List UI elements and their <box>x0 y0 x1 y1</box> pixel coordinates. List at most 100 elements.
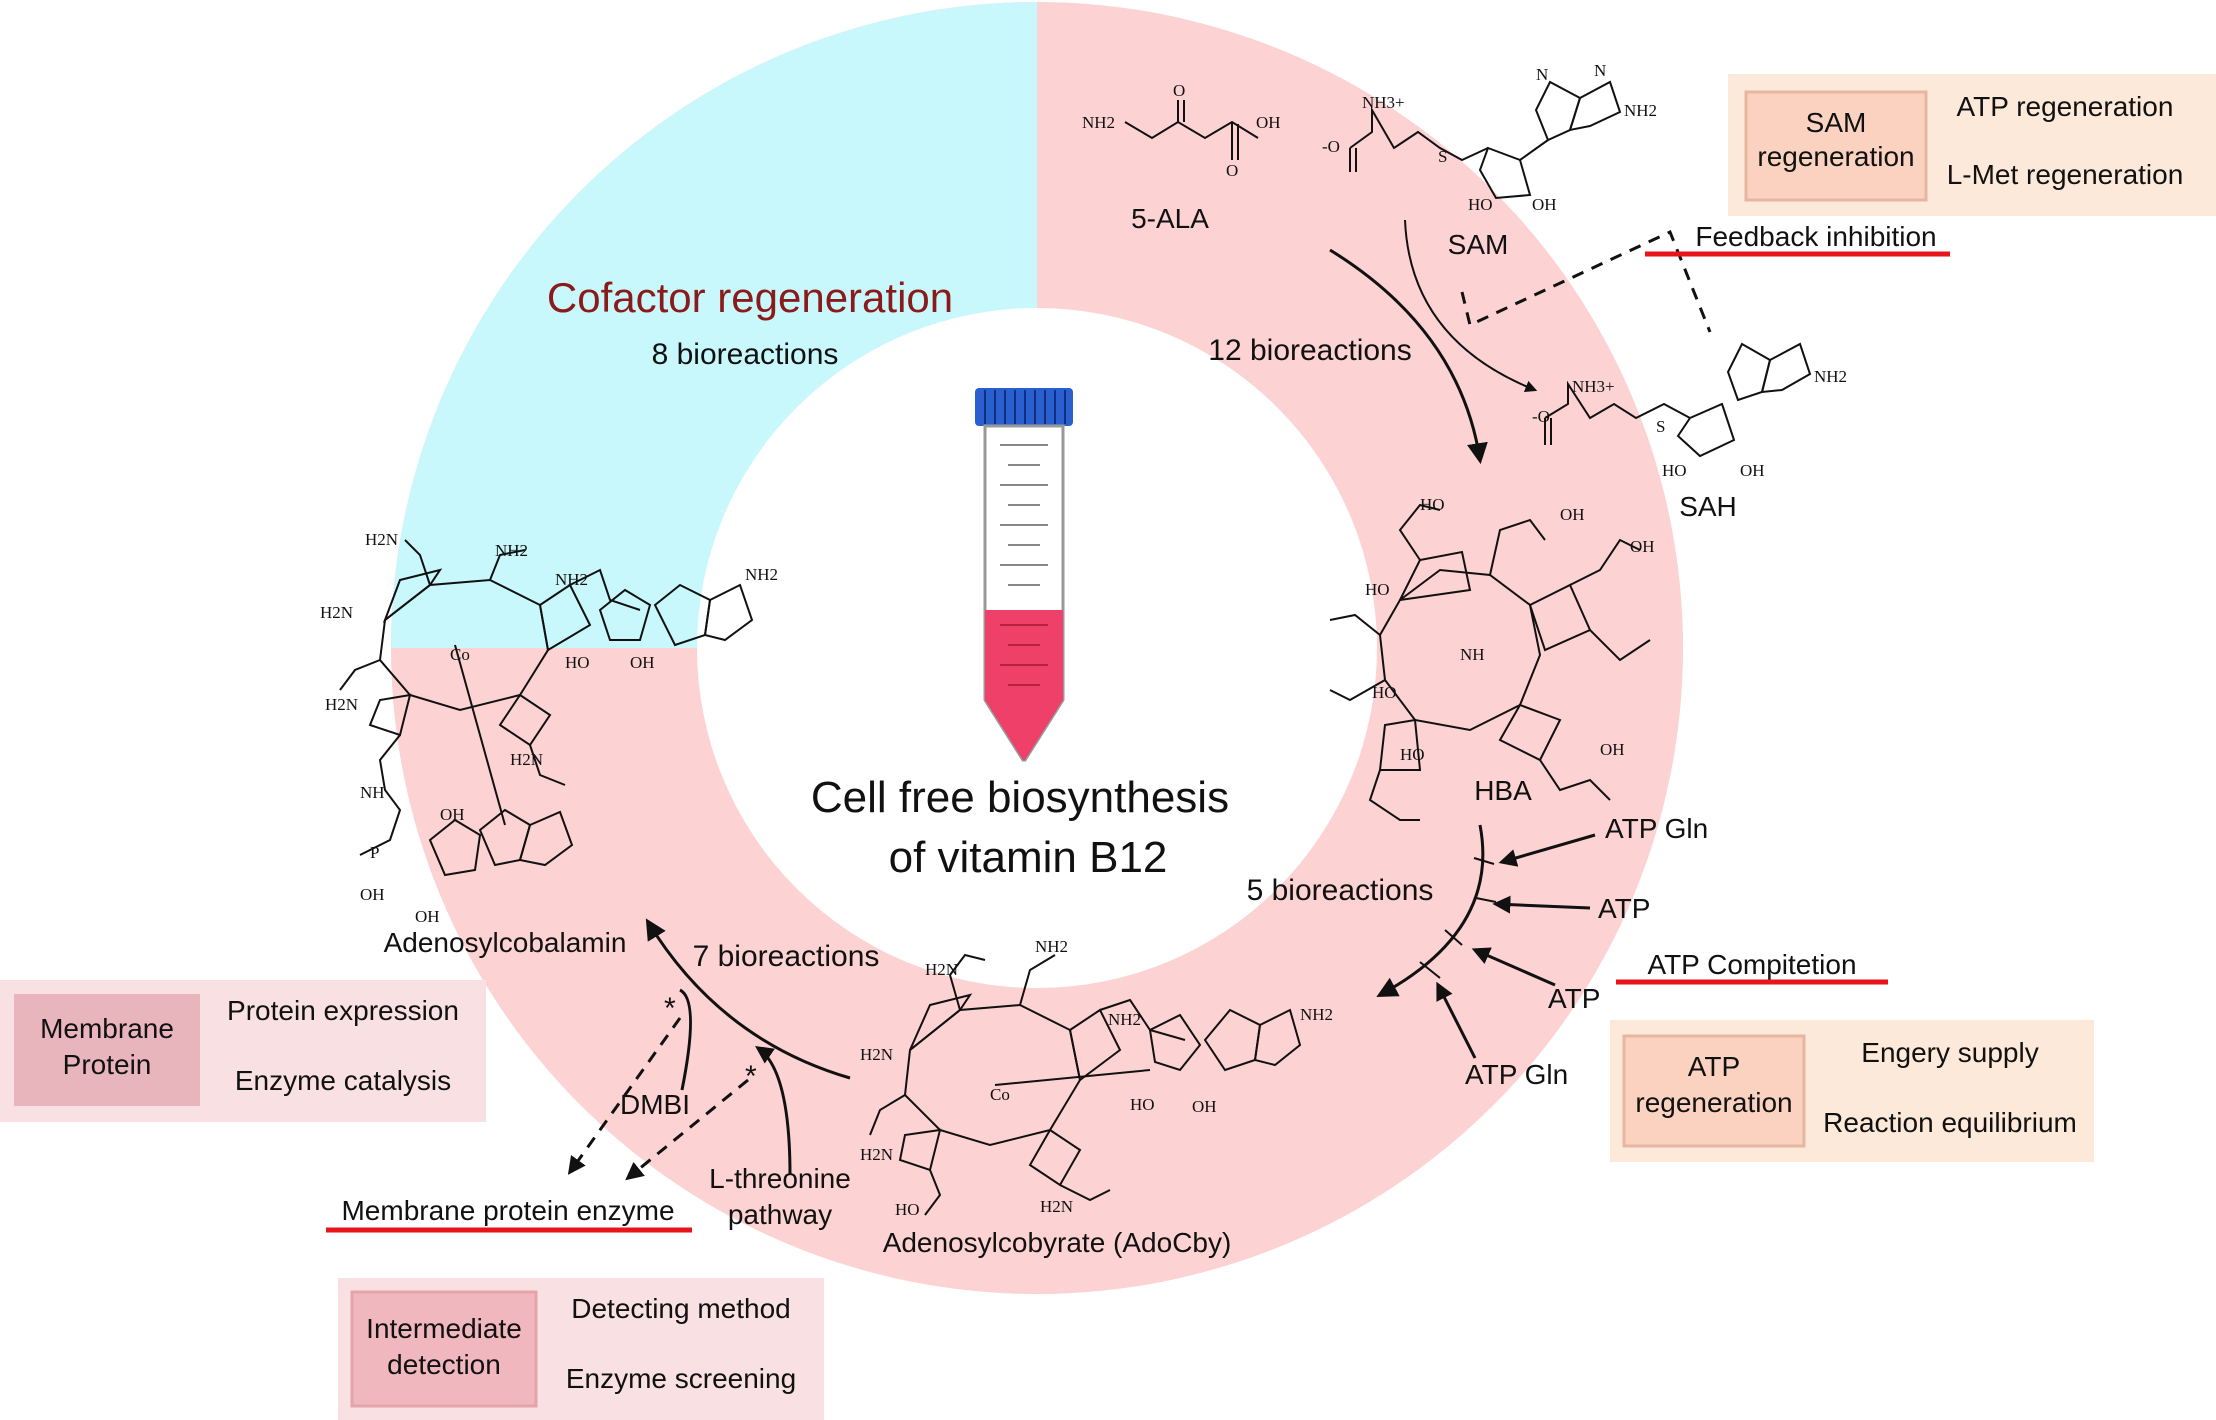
svg-text:NH2: NH2 <box>1814 367 1847 386</box>
svg-text:Reaction equilibrium: Reaction equilibrium <box>1823 1107 2077 1138</box>
svg-text:OH: OH <box>1256 113 1281 132</box>
compound-5-ala: 5-ALA <box>1131 203 1209 234</box>
box-sam-regeneration: SAM regeneration ATP regeneration L-Met … <box>1728 74 2216 216</box>
five-ala-structure: NH2 O OH O <box>1082 81 1281 180</box>
svg-text:N: N <box>1594 61 1606 80</box>
step-7-bioreactions: 7 bioreactions <box>693 940 880 973</box>
step-5-bioreactions: 5 bioreactions <box>1247 874 1434 907</box>
svg-text:Intermediate: Intermediate <box>366 1313 522 1344</box>
svg-text:NH2: NH2 <box>1624 101 1657 120</box>
svg-text:NH: NH <box>1460 645 1485 664</box>
dashed-arrow-membrane-2 <box>625 1078 749 1181</box>
svg-text:N: N <box>1536 65 1548 84</box>
issue-feedback-inhibition: Feedback inhibition <box>1645 221 1950 257</box>
svg-text:Feedback inhibition: Feedback inhibition <box>1695 221 1936 252</box>
svg-text:Protein: Protein <box>63 1049 152 1080</box>
svg-text:OH: OH <box>1740 461 1765 480</box>
svg-text:L-Met regeneration: L-Met regeneration <box>1947 159 2184 190</box>
svg-text:NH2: NH2 <box>1035 937 1068 956</box>
svg-text:HO: HO <box>895 1200 920 1219</box>
input-atp-gln-1: ATP Gln <box>1605 813 1708 844</box>
center-title-line-2: of vitamin B12 <box>889 833 1168 882</box>
svg-text:detection: detection <box>387 1349 501 1380</box>
input-atp-2: ATP <box>1548 983 1600 1014</box>
svg-text:SAM: SAM <box>1806 107 1867 138</box>
svg-text:H2N: H2N <box>1040 1197 1073 1216</box>
compound-sam: SAM <box>1448 229 1509 260</box>
svg-text:OH: OH <box>1192 1097 1217 1116</box>
svg-text:ATP: ATP <box>1688 1051 1740 1082</box>
svg-text:OH: OH <box>1560 505 1585 524</box>
svg-text:OH: OH <box>360 885 385 904</box>
svg-text:-O: -O <box>1322 137 1340 156</box>
svg-text:OH: OH <box>630 653 655 672</box>
svg-text:H2N: H2N <box>325 695 358 714</box>
adocbl-structure: Co H2N NH2 NH2 H2N NH2 HO OH H2N H2N NH … <box>320 530 778 926</box>
arrow-threonine-input <box>755 1045 792 1176</box>
svg-text:Protein expression: Protein expression <box>227 995 459 1026</box>
svg-text:ATP Compitetion: ATP Compitetion <box>1647 949 1856 980</box>
dashed-arrow-membrane-1 <box>567 1017 682 1175</box>
hba-structure: HO OH OH HO HO NH OH HO <box>1329 495 1655 821</box>
svg-text:Membrane protein enzyme: Membrane protein enzyme <box>341 1195 674 1226</box>
svg-text:Enzyme catalysis: Enzyme catalysis <box>235 1065 451 1096</box>
svg-text:ATP regeneration: ATP regeneration <box>1957 91 2174 122</box>
atp-input-arrows <box>1419 833 1596 1059</box>
svg-text:Co: Co <box>450 645 470 664</box>
svg-text:HO: HO <box>1372 683 1397 702</box>
svg-text:NH: NH <box>360 783 385 802</box>
svg-text:O: O <box>1173 81 1185 100</box>
svg-text:NH2: NH2 <box>745 565 778 584</box>
box-atp-regeneration: ATP regeneration Engery supply Reaction … <box>1610 1020 2094 1162</box>
svg-text:Membrane: Membrane <box>40 1013 174 1044</box>
sah-structure: -O NH3+ S HO OH NH2 <box>1532 342 1847 480</box>
center-title-line-1: Cell free biosynthesis <box>811 773 1229 822</box>
svg-text:NH2: NH2 <box>555 570 588 589</box>
asterisk-2: * <box>745 1060 757 1093</box>
svg-text:HO: HO <box>1365 580 1390 599</box>
svg-text:OH: OH <box>1600 740 1625 759</box>
adocby-structure: Co H2N NH2 NH2 H2N NH2 HO OH H2N HO H2N <box>860 937 1333 1219</box>
svg-text:S: S <box>1656 417 1665 436</box>
svg-text:H2N: H2N <box>925 960 958 979</box>
svg-text:Co: Co <box>990 1085 1010 1104</box>
svg-text:Detecting method: Detecting method <box>571 1293 790 1324</box>
input-dmbi: DMBI <box>620 1089 690 1120</box>
svg-text:HO: HO <box>1130 1095 1155 1114</box>
svg-text:regeneration: regeneration <box>1635 1087 1792 1118</box>
svg-text:NH2: NH2 <box>1108 1010 1141 1029</box>
svg-text:NH2: NH2 <box>1082 113 1115 132</box>
svg-text:HO: HO <box>565 653 590 672</box>
svg-text:OH: OH <box>1630 537 1655 556</box>
svg-text:NH3+: NH3+ <box>1362 93 1405 112</box>
svg-text:-O: -O <box>1532 407 1550 426</box>
svg-text:P: P <box>370 843 379 862</box>
svg-text:Enzyme screening: Enzyme screening <box>566 1363 796 1394</box>
box-intermediate-detection: Intermediate detection Detecting method … <box>338 1278 824 1420</box>
svg-text:HO: HO <box>1420 495 1445 514</box>
cofactor-title: Cofactor regeneration <box>547 274 953 321</box>
svg-text:H2N: H2N <box>320 603 353 622</box>
arrow-sam-to-sah <box>1404 219 1538 393</box>
svg-text:S: S <box>1438 147 1447 166</box>
svg-text:HO: HO <box>1662 461 1687 480</box>
input-atp-1: ATP <box>1598 893 1650 924</box>
compound-adocby: Adenosylcobyrate (AdoCby) <box>883 1227 1232 1258</box>
arrow-dmbi-input <box>679 988 693 1091</box>
box-membrane-protein: Membrane Protein Protein expression Enzy… <box>0 980 486 1122</box>
cofactor-count: 8 bioreactions <box>652 338 839 371</box>
input-threonine-line-2: pathway <box>728 1199 832 1230</box>
arrow-hba-to-adocby <box>1376 824 1485 998</box>
svg-text:HO: HO <box>1468 195 1493 214</box>
svg-text:H2N: H2N <box>860 1045 893 1064</box>
svg-text:H2N: H2N <box>510 750 543 769</box>
issue-atp-competition: ATP Compitetion <box>1616 949 1888 985</box>
arrow-adocby-to-adocbl <box>645 918 851 1080</box>
svg-text:NH3+: NH3+ <box>1572 377 1615 396</box>
svg-text:HO: HO <box>1400 745 1425 764</box>
svg-text:OH: OH <box>1532 195 1557 214</box>
compound-hba: HBA <box>1474 775 1532 806</box>
compound-sah: SAH <box>1679 491 1737 522</box>
compound-adocbl: Adenosylcobalamin <box>384 927 627 958</box>
